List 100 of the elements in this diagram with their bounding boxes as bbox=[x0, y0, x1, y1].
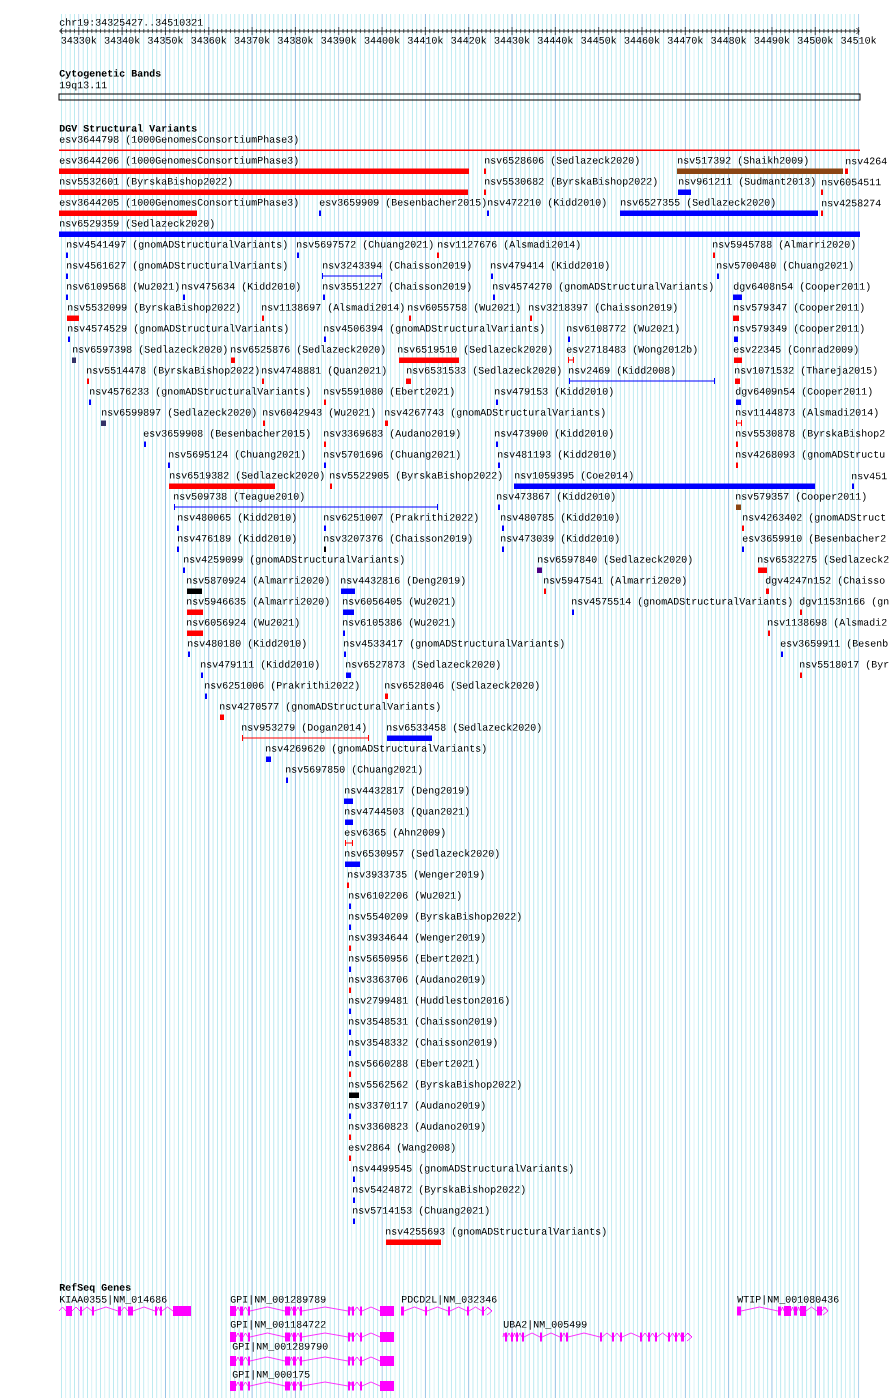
variant-label: nsv5530682 (ByrskaBishop2022) bbox=[485, 177, 657, 187]
variant-label: nsv5514478 (ByrskaBishop2022) bbox=[87, 366, 259, 376]
variant-label: nsv472210 (Kidd2010) bbox=[488, 198, 606, 208]
variant-label: nsv961211 (Sudmant2013) bbox=[679, 177, 815, 187]
gene-label: GPI|NM_001184722 bbox=[230, 1320, 326, 1330]
gene-label: GPI|NM_001289790 bbox=[232, 1342, 328, 1352]
variant-label: nsv4541497 (gnomADStructuralVariants) bbox=[67, 240, 287, 250]
variant-label: nsv5591080 (Ebert2021) bbox=[324, 387, 454, 397]
variant-label: nsv4432817 (Deng2019) bbox=[345, 786, 469, 796]
variant-label: nsv5562562 (ByrskaBishop2022) bbox=[349, 1080, 521, 1090]
variant-label: nsv5697572 (Chuang2021) bbox=[297, 240, 433, 250]
variant-label: nsv6102206 (Wu2021) bbox=[349, 891, 461, 901]
gene-label: KIAA0355|NM_014686 bbox=[60, 1295, 167, 1305]
variant-label: nsv479414 (Kidd2010) bbox=[491, 261, 609, 271]
variant-label: nsv6597398 (Sedlazeck2020) bbox=[73, 345, 227, 355]
variant-label: esv3644798 (1000GenomesConsortiumPhase3) bbox=[59, 135, 298, 145]
variant-label: nsv5701696 (Chuang2021) bbox=[324, 450, 460, 460]
variant-label: nsv6530957 (Sedlazeck2020) bbox=[345, 849, 499, 859]
track-title: DGV Structural Variants bbox=[59, 124, 197, 132]
variant-label: nsv6599897 (Sedlazeck2020) bbox=[102, 408, 256, 418]
variant-label: nsv5695124 (Chuang2021) bbox=[169, 450, 305, 460]
variant-label: dgv4247n152 (Chaisso bbox=[765, 576, 885, 586]
variant-label: nsv6108772 (Wu2021) bbox=[567, 324, 679, 334]
variant-label: nsv3218397 (Chaisson2019) bbox=[529, 303, 677, 313]
tick-label: 34380k bbox=[278, 36, 313, 44]
variant-label: nsv4574270 (gnomADStructuralVariants) bbox=[493, 282, 713, 292]
tick-label: 34450k bbox=[581, 36, 617, 44]
variant-label: nsv5947541 (Almarri2020) bbox=[544, 576, 686, 586]
variant-label: nsv479111 (Kidd2010) bbox=[201, 660, 319, 670]
variant-label: nsv480180 (Kidd2010) bbox=[188, 639, 306, 649]
variant-label: nsv6527355 (Sedlazeck2020) bbox=[621, 198, 775, 208]
tick-label: 34470k bbox=[667, 36, 703, 44]
variant-label: nsv6056405 (Wu2021) bbox=[343, 597, 455, 607]
variant-label: esv3644206 (1000GenomesConsortiumPhase3) bbox=[59, 156, 298, 166]
variant-label: nsv4533417 (gnomADStructuralVariants) bbox=[344, 639, 564, 649]
tick-label: 34360k bbox=[191, 36, 227, 44]
variant-label: nsv6054511 bbox=[822, 178, 881, 186]
tick-label: 34390k bbox=[321, 36, 357, 44]
variant-label: nsv6109568 (Wu2021) bbox=[67, 282, 179, 292]
variant-label: nsv4506394 (gnomADStructuralVariants) bbox=[324, 324, 544, 334]
variant-label: nsv5700480 (Chuang2021) bbox=[717, 261, 853, 271]
variant-label: nsv4268093 (gnomADStructu bbox=[736, 450, 885, 460]
variant-label: nsv480065 (Kidd2010) bbox=[178, 513, 296, 523]
variant-label: nsv480785 (Kidd2010) bbox=[501, 513, 619, 523]
variant-label: nsv2799481 (Huddleston2016) bbox=[349, 996, 509, 1006]
variant-label: nsv4255693 (gnomADStructuralVariants) bbox=[386, 1227, 606, 1237]
tick-label: 34500k bbox=[797, 36, 833, 44]
gene-label: GPI|NM_001289789 bbox=[230, 1295, 326, 1305]
tick-label: 34370k bbox=[234, 36, 270, 44]
variant-label: nsv1138697 (Alsmadi2014) bbox=[262, 303, 404, 313]
variant-label: nsv6056924 (Wu2021) bbox=[187, 618, 299, 628]
variant-label: nsv5714153 (Chuang2021) bbox=[353, 1206, 489, 1216]
variant-label: nsv953279 (Dogan2014) bbox=[242, 723, 366, 733]
variant-label: nsv579357 (Cooper2011) bbox=[736, 492, 866, 502]
variant-label: esv3644205 (1000GenomesConsortiumPhase3) bbox=[59, 198, 298, 208]
track-title: RefSeq Genes bbox=[59, 1283, 131, 1293]
variant-label: esv3659910 (Besenbacher2 bbox=[742, 534, 886, 544]
variant-label: nsv5532601 (ByrskaBishop2022) bbox=[60, 177, 232, 187]
variant-label: nsv6055758 (Wu2021) bbox=[408, 303, 520, 313]
variant-label: nsv4744503 (Quan2021) bbox=[345, 807, 469, 817]
variant-label: nsv481193 (Kidd2010) bbox=[498, 450, 616, 460]
variant-label: nsv6533458 (Sedlazeck2020) bbox=[387, 723, 541, 733]
tick-label: 34400k bbox=[364, 36, 400, 44]
variant-label: nsv5660288 (Ebert2021) bbox=[349, 1059, 479, 1069]
variant-label: nsv5697850 (Chuang2021) bbox=[286, 765, 422, 775]
tick-label: 34330k bbox=[61, 36, 97, 44]
variant-label: dgv1153n166 (gn bbox=[799, 597, 889, 607]
variant-label: nsv479153 (Kidd2010) bbox=[495, 387, 613, 397]
band-label: 19q13.11 bbox=[59, 81, 107, 91]
variant-label: nsv451 bbox=[852, 472, 887, 480]
gene-label: GPI|NM_000175 bbox=[232, 1370, 310, 1380]
variant-label: nsv4499545 (gnomADStructuralVariants) bbox=[353, 1164, 573, 1174]
variant-label: nsv1059395 (Coe2014) bbox=[515, 471, 633, 481]
variant-label: nsv473039 (Kidd2010) bbox=[501, 534, 619, 544]
variant-label: nsv6527873 (Sedlazeck2020) bbox=[346, 660, 500, 670]
variant-label: nsv6532275 (Sedlazeck2 bbox=[758, 555, 889, 565]
variant-label: nsv3933735 (Wenger2019) bbox=[348, 870, 484, 880]
variant-label: nsv6519382 (Sedlazeck2020) bbox=[170, 471, 324, 481]
variant-label: dgv6408n54 (Cooper2011) bbox=[733, 282, 870, 292]
variant-label: nsv4270577 (gnomADStructuralVariants) bbox=[220, 702, 440, 712]
variant-label: nsv6529359 (Sedlazeck2020) bbox=[60, 219, 214, 229]
variant-label: esv6365 (Ahn2009) bbox=[344, 828, 445, 838]
variant-label: nsv3207376 (Chaisson2019) bbox=[324, 534, 472, 544]
variant-label: nsv3243394 (Chaisson2019) bbox=[323, 261, 471, 271]
gene-label: UBA2|NM_005499 bbox=[503, 1320, 587, 1330]
variant-label: nsv473867 (Kidd2010) bbox=[497, 492, 615, 502]
variant-label: nsv2469 (Kidd2008) bbox=[569, 366, 675, 376]
variant-label: nsv4267743 (gnomADStructuralVariants) bbox=[385, 408, 605, 418]
variant-label: esv3659911 (Besenb bbox=[780, 639, 888, 649]
variant-label: nsv3363706 (Audano2019) bbox=[349, 975, 485, 985]
variant-label: nsv6519510 (Sedlazeck2020) bbox=[398, 345, 552, 355]
variant-label: dgv6409n54 (Cooper2011) bbox=[735, 387, 872, 397]
variant-label: nsv5870924 (Almarri2020) bbox=[187, 576, 329, 586]
tick-label: 34420k bbox=[451, 36, 487, 44]
variant-label: nsv4258274 bbox=[822, 199, 881, 207]
variant-label: nsv517392 (Shaikh2009) bbox=[678, 156, 808, 166]
variant-label: nsv6528046 (Sedlazeck2020) bbox=[385, 681, 539, 691]
variant-label: nsv4269620 (gnomADStructuralVariants) bbox=[266, 744, 486, 754]
variant-label: nsv3934644 (Wenger2019) bbox=[349, 933, 485, 943]
tick-label: 34490k bbox=[754, 36, 790, 44]
